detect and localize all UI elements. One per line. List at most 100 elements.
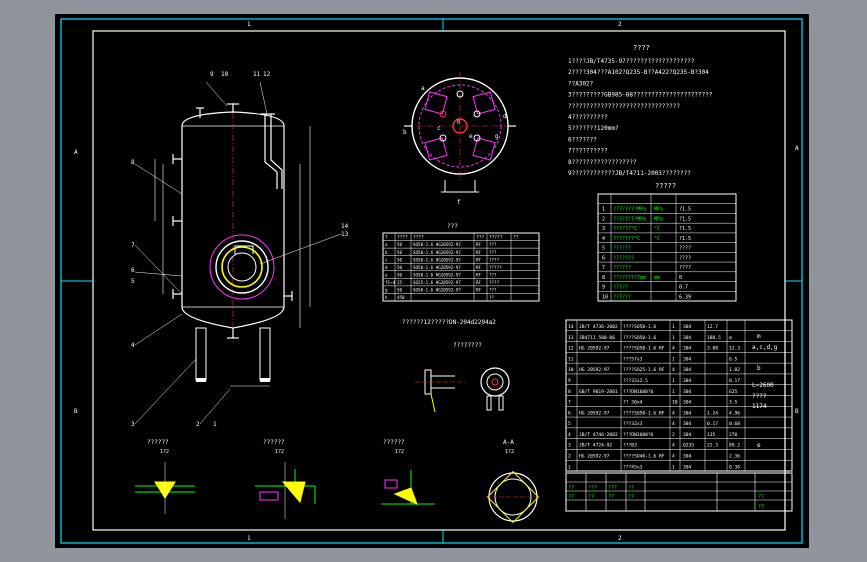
parts-side-note-5: ???? — [752, 393, 767, 400]
tech-row-no: 1 — [602, 207, 605, 213]
parts-cell: 304 — [683, 378, 692, 384]
parts-cell: 2 — [568, 454, 571, 460]
parts-cell: 4 — [672, 410, 675, 416]
parts-cell: HG 20592-97 — [579, 410, 610, 416]
title-cell: ??? — [588, 485, 597, 491]
parts-cell: 2.36 — [729, 454, 740, 460]
nozzle-cell: c — [385, 257, 388, 262]
note-line: 1????JB/T4735-97??????????????????? — [568, 58, 695, 65]
parts-cell: 304 — [683, 356, 692, 362]
parts-cell: 1.24 — [707, 410, 718, 416]
parts-cell: 4.96 — [729, 410, 740, 416]
nozzle-cell: RF — [476, 288, 482, 293]
title-cell: ?? — [758, 494, 764, 500]
tech-row-no: 4 — [602, 236, 605, 242]
parts-side-note-7: e — [757, 442, 761, 449]
tech-row-no: 5 — [602, 246, 605, 252]
detail-3-caption: ?????? — [383, 439, 405, 446]
top-view-nozzle-d: d — [503, 113, 507, 120]
front-view: 9 10 11 12 8 7 6 5 4 3 2 1 14 13 — [131, 71, 349, 428]
nozzle-cell: RF — [476, 265, 482, 270]
tech-row-unit: MPa — [654, 207, 663, 213]
parts-cell: ???DN1600?6 — [623, 389, 654, 395]
parts-cell: 304 — [683, 432, 692, 438]
parts-cell: 270 — [729, 432, 738, 438]
notes-heading: ???? — [633, 44, 650, 52]
tech-row-no: 9 — [602, 285, 605, 291]
parts-cell: 304 — [683, 421, 692, 427]
nozzle-cell: d — [385, 265, 388, 270]
detail-4-scale: 1?2 — [505, 449, 514, 455]
parts-cell: HG 20592-97 — [579, 346, 610, 352]
nozzle-cell: SO50-1.6 HG20592-97 — [413, 257, 461, 262]
parts-cell: 304 — [683, 389, 692, 395]
nozzle-cell: ??? — [489, 250, 497, 255]
tech-row-value: 6.39 — [679, 294, 691, 300]
callout-1: 1 — [213, 421, 217, 428]
nozzle-cell: e — [385, 272, 388, 277]
parts-cell: 5 — [568, 421, 571, 427]
parts-cell: 3 — [568, 443, 571, 449]
tech-row-value: ???? — [679, 255, 691, 261]
nozzle-table-heading: ??? — [447, 223, 458, 230]
title-cell: ?? — [608, 494, 614, 500]
zone-right-b: B — [795, 408, 799, 415]
parts-cell: 304 — [683, 324, 692, 330]
parts-cell: ???B3 — [623, 443, 637, 449]
detail-2: ?????? 1?2 — [255, 439, 316, 519]
detail-1-scale: 1?2 — [160, 449, 169, 455]
zone-bottom-2: 2 — [618, 535, 622, 542]
parts-cell: 4 — [672, 367, 675, 373]
parts-cell: 9 — [568, 378, 571, 384]
notes-block: ???? 1????JB/T4735-97???????????????????… — [568, 44, 713, 177]
nozzle-cell: g — [385, 288, 388, 293]
parts-cell: 6 — [568, 410, 571, 416]
title-cell: ?? — [568, 494, 574, 500]
note-line: 5???????120mm? — [568, 125, 619, 132]
parts-cell: 12 — [568, 346, 574, 352]
parts-cell: ????SO50-1.6 RF — [623, 346, 665, 352]
zone-top-1: 1 — [247, 21, 251, 28]
callout-12: 12 — [263, 71, 271, 78]
nozzle-cell: 50 — [397, 272, 403, 277]
tech-row-no: 8 — [602, 275, 605, 281]
nozzle-cell: RF — [476, 272, 482, 277]
parts-cell: 1.02 — [729, 367, 740, 373]
nozzle-cell: SO50-1.6 HG20592-97 — [413, 265, 461, 270]
note-line: ??A302? — [568, 80, 594, 87]
parts-cell: 304 — [683, 335, 692, 341]
tech-row-value: ???? — [679, 265, 691, 271]
parts-cell: ???DN1600?6 — [623, 432, 654, 438]
tech-table-heading: ????? — [655, 182, 676, 190]
zone-bottom-1: 1 — [247, 535, 251, 542]
parts-cell: 304 — [683, 454, 692, 460]
parts-side-note-6: 1174 — [752, 403, 767, 410]
note-line: 9????????????JB/T4711-2003???????? — [568, 170, 691, 177]
tech-row-item: ??????? — [613, 255, 634, 261]
parts-cell: ?? 30x4 — [623, 400, 643, 406]
tech-row-value: ?1.5 — [679, 216, 691, 222]
parts-cell: 2 — [672, 432, 675, 438]
title-cell: ?? — [588, 494, 594, 500]
note-line: 7?????????? — [568, 148, 608, 155]
callout-9: 9 — [210, 71, 214, 78]
top-view-nozzle-c: c — [437, 125, 441, 132]
parts-cell: ????SO40-1.6 RF — [623, 454, 665, 460]
parts-cell: 0.17 — [707, 421, 718, 427]
parts-cell: JB/T 4736-2002 — [579, 324, 618, 330]
tech-row-item: ????????MPa — [613, 216, 646, 222]
tech-row-item: ?????? — [613, 246, 631, 252]
nozzle-header: ???? — [413, 235, 424, 241]
top-view-nozzle-e: e — [469, 133, 473, 140]
title-cell: ?? — [628, 485, 634, 491]
detail-3-scale: 1?2 — [395, 449, 404, 455]
tech-row-item: ????? — [613, 285, 628, 291]
parts-cell: 1 — [672, 464, 675, 470]
tech-row-item: ????????MPa — [613, 207, 646, 213]
parts-cell: 4 — [672, 454, 675, 460]
zone-top-2: 2 — [618, 21, 622, 28]
parts-cell: 6.5 — [729, 356, 738, 362]
callout-14: 14 — [341, 223, 349, 230]
parts-cell: 304 — [683, 410, 692, 416]
